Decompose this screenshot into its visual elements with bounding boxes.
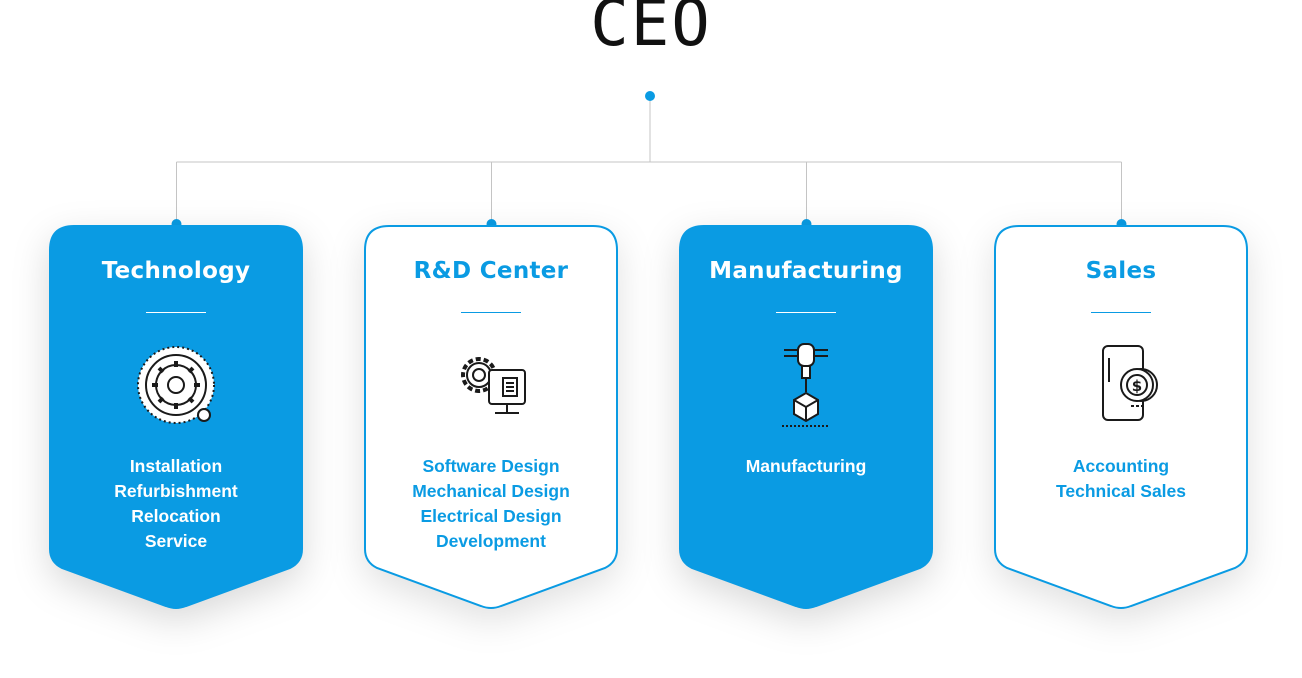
department-title: Manufacturing — [709, 258, 903, 284]
gear-settings-icon — [137, 346, 215, 424]
department-item: Manufacturing — [745, 456, 867, 476]
robotic-arm-box-icon — [782, 343, 830, 427]
title-divider — [776, 312, 836, 313]
department-title: Sales — [1085, 258, 1157, 284]
ceo-title: CEO — [590, 0, 712, 61]
title-divider — [1091, 312, 1151, 313]
department-item: Electrical Design — [420, 506, 562, 526]
department-item: Technical Sales — [1055, 481, 1187, 501]
department-card-manufacturing: Manufacturing Manufacturing — [678, 224, 934, 614]
department-items: Accounting Technical Sales — [993, 454, 1249, 504]
department-item: Installation — [129, 456, 223, 476]
title-divider — [461, 312, 521, 313]
department-item: Development — [436, 531, 546, 551]
department-item: Software Design — [422, 456, 560, 476]
department-items: Software Design Mechanical Design Electr… — [363, 454, 619, 554]
department-item: Mechanical Design — [412, 481, 570, 501]
department-items: Installation Refurbishment Relocation Se… — [48, 454, 304, 554]
department-title: Technology — [101, 258, 251, 284]
svg-text:$: $ — [1132, 377, 1142, 395]
card-shape — [364, 225, 618, 609]
department-item: Refurbishment — [114, 481, 238, 501]
phone-dollar-coin-icon: $ — [1102, 345, 1158, 421]
gear-monitor-icon — [461, 357, 526, 414]
department-item: Relocation — [131, 506, 221, 526]
department-item: Accounting — [1072, 456, 1170, 476]
department-item: Service — [144, 531, 208, 551]
department-card-sales: Sales $ Accounting Technical Sales — [993, 224, 1249, 614]
ceo-node-dot — [645, 91, 655, 101]
department-items: Manufacturing — [678, 454, 934, 479]
department-title: R&D Center — [413, 258, 569, 284]
department-card-technology: Technology Installation Refurbishment Re… — [48, 224, 304, 614]
title-divider — [146, 312, 206, 313]
department-card-rd-center: R&D Center Software Design Mechanical De… — [363, 224, 619, 614]
